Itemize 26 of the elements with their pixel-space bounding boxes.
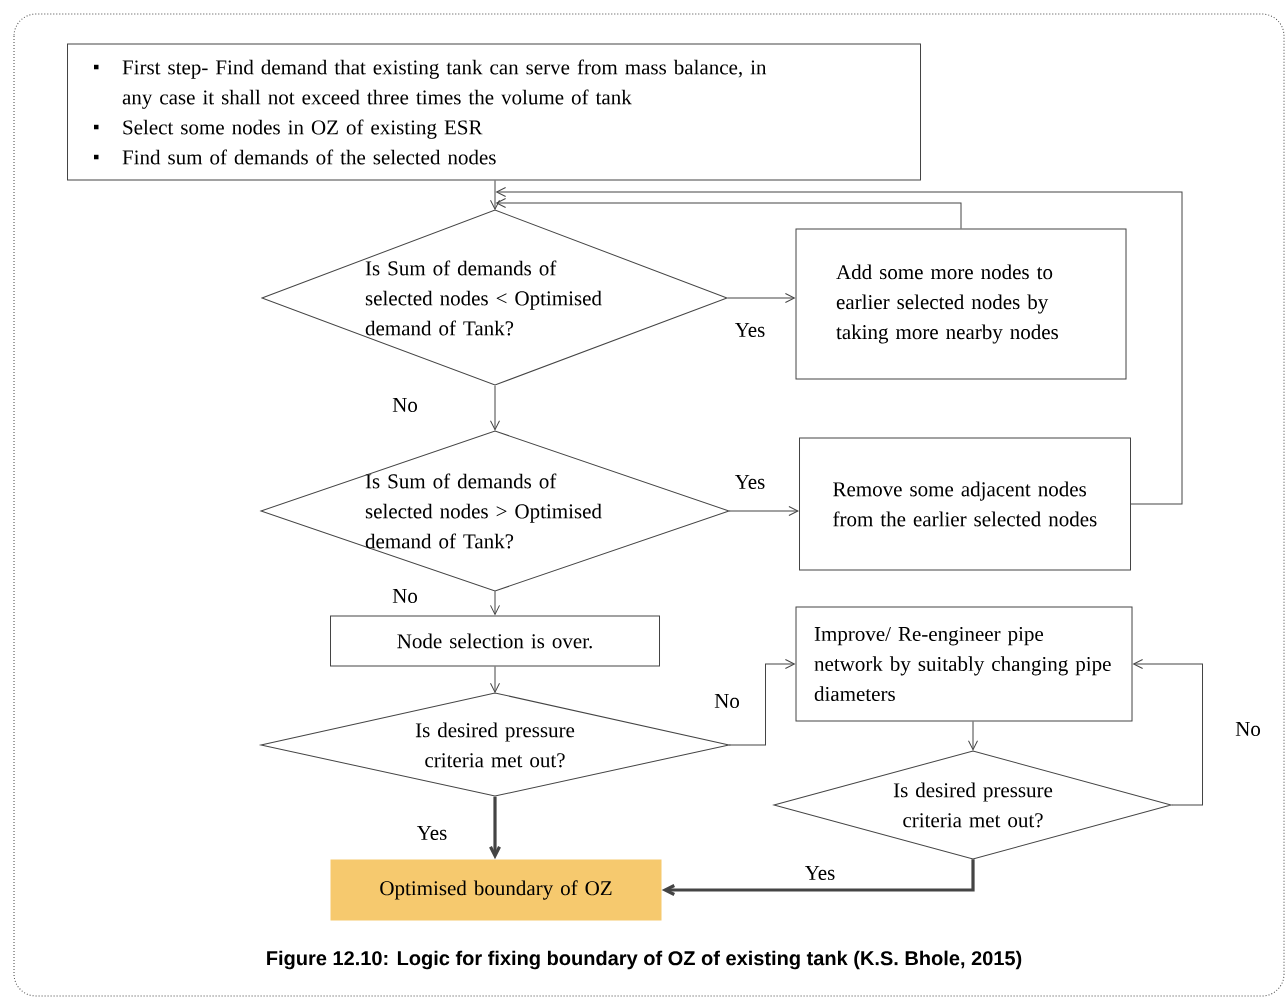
process-box: Improve/ Re-engineer pipe network by suitably changing pipe diameters bbox=[795, 606, 1133, 722]
process-box: Remove some adjacent nodes from the earlier selected nodes bbox=[799, 437, 1131, 571]
arrow bbox=[1133, 659, 1203, 806]
arrow bbox=[496, 187, 1183, 505]
process-box: Add some more nodes to earlier selected nodes by taking more nearby nodes bbox=[795, 228, 1127, 380]
arrow bbox=[661, 859, 975, 896]
note-box: First step- Find demand that existing tank can serve from mass balance, in any case it shall not exceed three times the volume of tank Select some nodes in OZ of existing ESR Find sum of demands of the selected nodes bbox=[67, 43, 921, 181]
arrow bbox=[489, 796, 501, 860]
caption: Figure 12.10: Logic for fixing boundary of OZ of existing tank (K.S. Bhole, 2015) bbox=[267, 950, 1022, 970]
arrow bbox=[490, 590, 500, 615]
edge-label: Yes bbox=[733, 474, 767, 490]
arrow bbox=[490, 666, 500, 693]
arrow bbox=[496, 198, 962, 229]
arrow bbox=[490, 385, 500, 431]
arrow bbox=[728, 659, 795, 746]
process-box: Node selection is over. bbox=[330, 615, 660, 667]
edge-label: Yes bbox=[803, 865, 837, 881]
arrow bbox=[490, 180, 500, 210]
edge-label: No bbox=[391, 397, 419, 413]
arrow bbox=[727, 293, 795, 303]
edge-label: Yes bbox=[415, 825, 449, 841]
terminal-box: Optimised boundary of OZ bbox=[330, 859, 662, 921]
arrow bbox=[968, 721, 978, 751]
edge-label: No bbox=[1234, 721, 1262, 737]
arrow bbox=[728, 506, 799, 516]
edge-label: Yes bbox=[733, 322, 767, 338]
